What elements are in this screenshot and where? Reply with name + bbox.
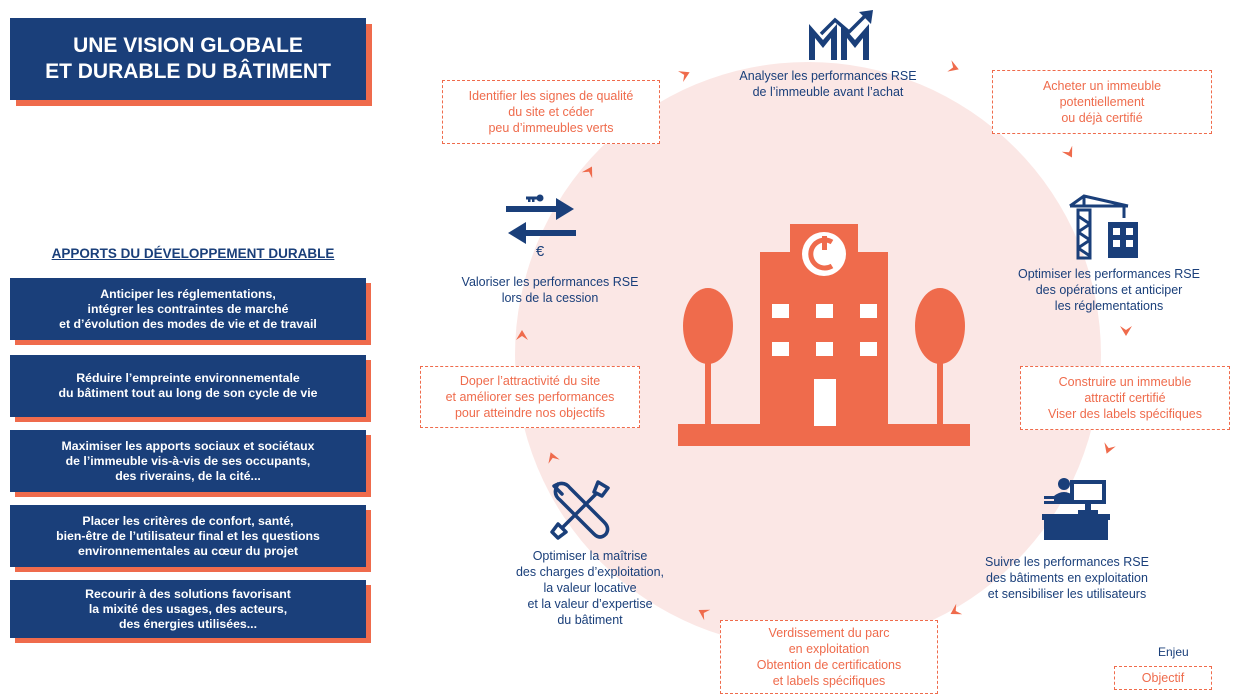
enjeu-valoriser: Valoriser les performances RSE lors de l…	[435, 274, 665, 306]
apport-line: Recourir à des solutions favorisant	[85, 586, 291, 601]
cycle-arrow-icon	[947, 60, 959, 72]
apport-line: de l’immeuble vis-à-vis de ses occupants…	[65, 453, 311, 468]
objectif-line: attractif certifié	[1084, 391, 1166, 405]
enjeu-line: Optimiser les performances RSE	[1017, 267, 1200, 281]
apport-box-2: Réduire l’empreinte environnementale du …	[10, 355, 366, 417]
objectif-line: pour atteindre nos objectifs	[454, 406, 606, 420]
enjeu-maitrise-charges: Optimiser la maîtrise des charges d’expl…	[490, 548, 690, 628]
objectif-line: potentiellement	[1059, 95, 1145, 109]
objectif-line: Acheter un immeuble	[1042, 79, 1162, 93]
objectif-acheter: Acheter un immeuble potentiellement ou d…	[992, 70, 1212, 134]
objectif-line: Doper l’attractivité du site	[459, 374, 601, 388]
objectif-identifier: Identifier les signes de qualité du site…	[442, 80, 660, 144]
apport-line: Réduire l’empreinte environnementale	[76, 371, 300, 385]
objectif-verdissement: Verdissement du parc en exploitation Obt…	[720, 620, 938, 694]
enjeu-line: des opérations et anticiper	[1035, 283, 1183, 297]
apport-line: Anticiper les réglementations,	[100, 286, 276, 301]
enjeu-line: et sensibiliser les utilisateurs	[987, 587, 1147, 601]
objectif-line: et labels spécifiques	[772, 674, 886, 688]
objectif-line: et améliorer ses performances	[445, 390, 615, 404]
office-desk-icon	[1042, 478, 1110, 540]
apport-line: du bâtiment tout au long de son cycle de…	[58, 386, 318, 400]
objectif-line: Verdissement du parc	[768, 626, 890, 640]
apport-line: Placer les critères de confort, santé,	[82, 513, 294, 528]
cycle-arrow-icon	[678, 71, 690, 82]
enjeu-line: les réglementations	[1054, 299, 1164, 313]
enjeu-line: des bâtiments en exploitation	[986, 571, 1148, 585]
cycle-arrow-icon	[548, 452, 560, 464]
objectif-line: Construire un immeuble	[1058, 375, 1192, 389]
objectif-line: en exploitation	[788, 642, 870, 656]
enjeu-line: Optimiser la maîtrise	[532, 549, 648, 563]
enjeu-line: de l’immeuble avant l’achat	[752, 85, 904, 99]
apport-line: environnementales au cœur du projet	[77, 543, 299, 558]
legend-objectif-label: Objectif	[1141, 671, 1185, 685]
cycle-arrow-icon	[581, 166, 593, 179]
apport-line: des riverains, de la cité...	[115, 468, 261, 483]
title-line-2: ET DURABLE DU BÂTIMENT	[45, 60, 331, 83]
cycle-arrow-icon	[516, 330, 528, 340]
apport-box-1: Anticiper les réglementations, intégrer …	[10, 278, 366, 340]
enjeu-line: des charges d’exploitation,	[515, 565, 664, 579]
apport-line: bien-être de l’utilisateur final et les …	[56, 528, 320, 543]
euro-symbol: €	[536, 243, 545, 260]
tools-icon	[550, 480, 610, 540]
apport-box-5: Recourir à des solutions favorisant la m…	[10, 580, 366, 638]
construction-crane-icon	[1069, 194, 1138, 260]
cycle-arrow-icon	[950, 603, 963, 615]
enjeu-line: Analyser les performances RSE	[739, 69, 917, 83]
objectif-line: Identifier les signes de qualité	[468, 89, 634, 103]
cycle-arrow-icon	[1120, 326, 1132, 336]
enjeu-line: et la valeur d’expertise	[527, 597, 653, 611]
apport-line: intégrer les contraintes de marché	[87, 301, 289, 316]
exchange-arrows-icon: €	[506, 194, 576, 260]
apport-box-3: Maximiser les apports sociaux et sociéta…	[10, 430, 366, 492]
objectif-line: ou déjà certifié	[1061, 111, 1143, 125]
legend-enjeu: Enjeu	[1158, 645, 1189, 659]
building-icon	[678, 224, 970, 446]
cycle-arrow-icon	[1061, 145, 1073, 158]
objectif-line: Viser des labels spécifiques	[1047, 407, 1203, 421]
enjeu-line: Valoriser les performances RSE	[461, 275, 639, 289]
apport-line: des énergies utilisées...	[118, 616, 258, 631]
apports-heading: APPORTS DU DÉVELOPPEMENT DURABLE	[51, 246, 335, 261]
title-line-1: UNE VISION GLOBALE	[73, 34, 303, 57]
cycle-arrow-icon	[698, 609, 711, 621]
enjeu-suivre: Suivre les performances RSE des bâtiment…	[955, 554, 1179, 602]
apport-line: et d’évolution des modes de vie et de tr…	[59, 316, 317, 331]
enjeu-line: Suivre les performances RSE	[985, 555, 1149, 569]
cycle-arrow-icon	[1104, 442, 1116, 454]
enjeu-line: lors de la cession	[501, 291, 599, 305]
objectif-line: du site et céder	[508, 105, 594, 119]
apport-line: Maximiser les apports sociaux et sociéta…	[61, 438, 315, 453]
apport-box-4: Placer les critères de confort, santé, b…	[10, 505, 366, 567]
chart-analysis-icon	[809, 10, 873, 60]
objectif-line: Obtention de certifications	[756, 658, 902, 672]
objectif-line: peu d’immeubles verts	[488, 121, 614, 135]
enjeu-optimiser-operations: Optimiser les performances RSE des opéra…	[995, 266, 1223, 314]
enjeu-analyser: Analyser les performances RSE de l’immeu…	[715, 68, 941, 100]
objectif-doper: Doper l’attractivité du site et améliore…	[420, 366, 640, 428]
legend-objectif: Objectif	[1114, 666, 1212, 690]
enjeu-line: la valeur locative	[543, 581, 637, 595]
objectif-construire: Construire un immeuble attractif certifi…	[1020, 366, 1230, 430]
main-title: UNE VISION GLOBALE ET DURABLE DU BÂTIMEN…	[10, 18, 366, 100]
apport-line: la mixité des usages, des acteurs,	[88, 601, 288, 616]
enjeu-line: du bâtiment	[557, 613, 623, 627]
